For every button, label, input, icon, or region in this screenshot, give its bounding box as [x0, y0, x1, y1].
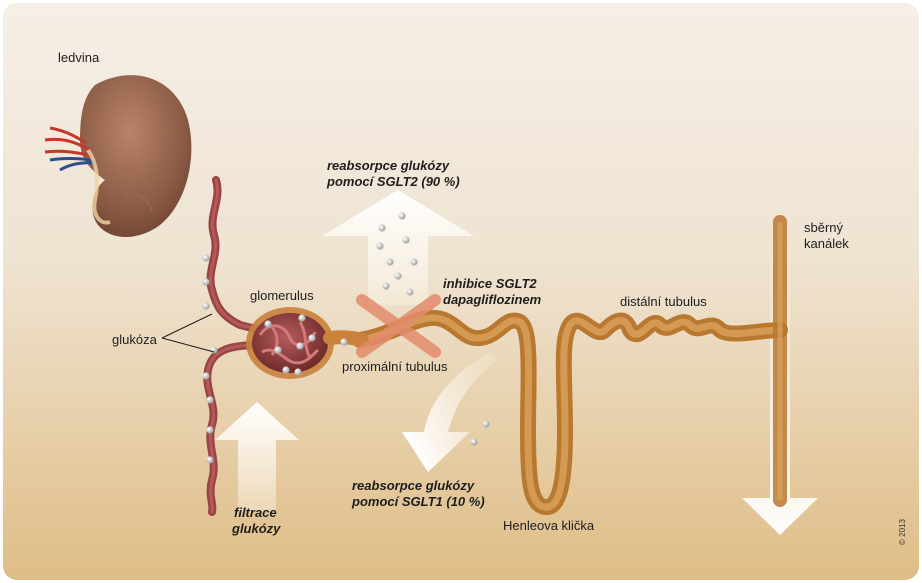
sglt1-annotation-line2: pomocí SGLT1 (10 %): [351, 494, 485, 509]
glucose-particles: [202, 212, 490, 464]
glucose-leader-lines: [161, 313, 215, 353]
glucose-label: glukóza: [112, 332, 158, 347]
glucose-particle: [410, 258, 418, 266]
glucose-particle: [406, 288, 414, 296]
copyright-signature: © 2013: [898, 519, 907, 545]
glucose-particle: [378, 224, 386, 232]
glucose-particle: [206, 456, 214, 464]
proximal-tubule-label: proximální tubulus: [342, 359, 448, 374]
glucose-particle: [482, 420, 490, 428]
glucose-particle: [206, 426, 214, 434]
filtration-arrow: [215, 402, 299, 512]
glucose-particle: [298, 314, 306, 322]
glucose-particle: [264, 320, 272, 328]
glucose-particle: [202, 278, 210, 286]
glucose-particle: [398, 212, 406, 220]
inhibition-annotation-line2: dapagliflozinem: [443, 292, 542, 307]
glucose-particle: [308, 334, 316, 342]
glucose-particle: [206, 396, 214, 404]
inhibition-annotation-line1: inhibice SGLT2: [443, 276, 537, 291]
sglt2-reabsorption-arrow: [322, 190, 474, 305]
glucose-particle: [282, 366, 290, 374]
sglt2-annotation-line1: reabsorpce glukózy: [327, 158, 450, 173]
glomerulus-label: glomerulus: [250, 288, 314, 303]
distal-tubule-label: distální tubulus: [620, 294, 707, 309]
glucose-particle: [294, 368, 302, 376]
glucose-particle: [202, 254, 210, 262]
glucose-particle: [202, 372, 210, 380]
glucose-particle: [402, 236, 410, 244]
glucose-particle: [376, 242, 384, 250]
loop-of-henle-label: Henleova klička: [503, 518, 595, 533]
glucose-particle: [296, 342, 304, 350]
nephron-tubule: [352, 215, 788, 515]
collecting-duct-label-line1: sběrný: [804, 220, 844, 235]
inhibition-cross: [356, 294, 441, 358]
kidney-illustration: [44, 75, 192, 238]
filtration-annotation-line2: glukózy: [231, 521, 281, 536]
glucose-particle: [202, 302, 210, 310]
collecting-duct-label-line2: kanálek: [804, 236, 849, 251]
glucose-particle: [340, 338, 348, 346]
glucose-particle: [382, 282, 390, 290]
sglt1-reabsorption-arrow: [402, 352, 498, 472]
glucose-particle: [274, 346, 282, 354]
glucose-particle: [210, 346, 218, 354]
glucose-particle: [470, 438, 478, 446]
glucose-particle: [386, 258, 394, 266]
kidney-label: ledvina: [58, 50, 100, 65]
filtration-annotation-line1: filtrace: [234, 505, 277, 520]
sglt1-annotation-line1: reabsorpce glukózy: [352, 478, 475, 493]
sglt2-annotation-line2: pomocí SGLT2 (90 %): [326, 174, 460, 189]
glucose-particle: [394, 272, 402, 280]
